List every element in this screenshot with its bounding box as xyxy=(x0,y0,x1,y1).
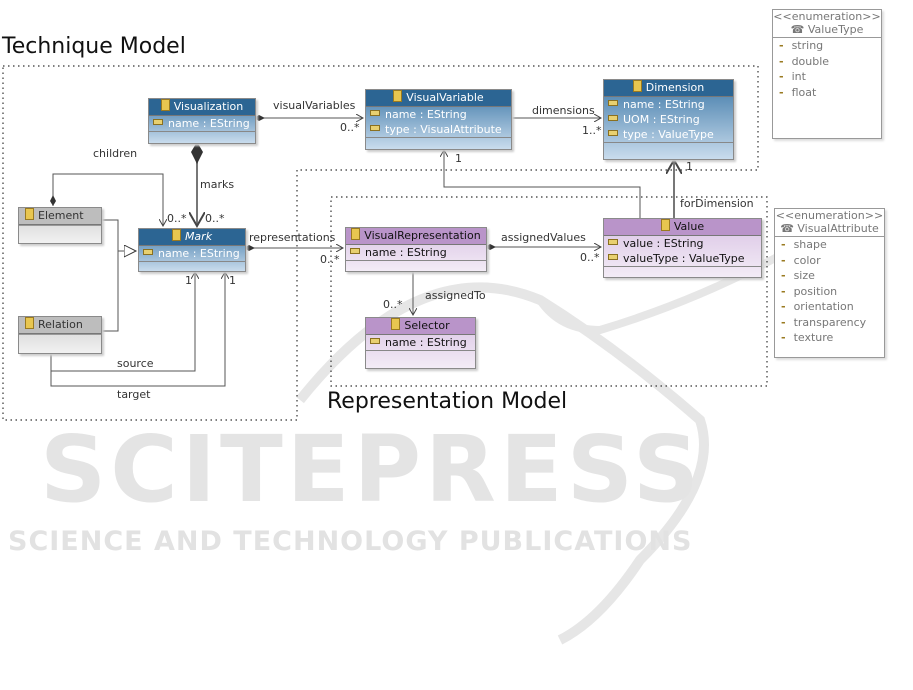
class-name: VisualVariable xyxy=(406,91,484,104)
assoc-label: source xyxy=(117,357,154,370)
attribute: type : VisualAttribute xyxy=(385,123,502,136)
class-name: Dimension xyxy=(645,81,705,94)
technique-model-title: Technique Model xyxy=(2,34,186,59)
assoc-label: dimensions xyxy=(532,104,595,117)
class-icon xyxy=(25,208,34,220)
class-visualization[interactable]: Visualization name : EString xyxy=(148,98,256,144)
class-icon xyxy=(25,317,34,329)
enum-literal: double xyxy=(791,54,830,68)
assoc-multiplicity: 1 xyxy=(686,160,693,173)
class-relation[interactable]: Relation xyxy=(18,316,102,354)
assoc-multiplicity: 0..* xyxy=(383,298,403,311)
assoc-label: assignedValues xyxy=(501,231,586,244)
assoc-multiplicity: 0..* xyxy=(167,212,187,225)
watermark-tagline: SCIENCE AND TECHNOLOGY PUBLICATIONS xyxy=(8,526,693,557)
enum-literal: texture xyxy=(793,331,834,344)
class-name: VisualRepresentation xyxy=(364,229,481,242)
assoc-label: visualVariables xyxy=(273,99,356,112)
enum-literal: float xyxy=(791,85,817,99)
watermark-brand: SCITEPRESS xyxy=(40,416,704,523)
assoc-multiplicity: 1..* xyxy=(582,124,602,137)
representation-region xyxy=(330,196,768,387)
class-icon xyxy=(393,90,403,102)
attribute-icon xyxy=(608,115,618,121)
attribute-icon xyxy=(608,254,618,260)
class-mark[interactable]: Mark name : EString xyxy=(138,228,246,272)
attribute: name : EString xyxy=(623,98,705,111)
class-value[interactable]: Value value : EString valueType : ValueT… xyxy=(603,218,762,278)
attribute: name : EString xyxy=(158,247,240,260)
attribute-icon xyxy=(608,239,618,245)
enum-literal: string xyxy=(791,39,824,52)
attribute-icon xyxy=(350,248,360,254)
attribute: name : EString xyxy=(168,117,250,130)
attribute-icon xyxy=(370,125,380,131)
enum-literal: shape xyxy=(793,238,827,251)
assoc-multiplicity: 1 xyxy=(229,274,236,287)
assoc-multiplicity: 0..* xyxy=(320,253,340,266)
enum-icon: ☎ xyxy=(790,23,805,36)
class-visual-representation[interactable]: VisualRepresentation name : EString xyxy=(345,227,487,272)
attribute-icon xyxy=(608,130,618,136)
class-element[interactable]: Element xyxy=(18,207,102,244)
class-icon xyxy=(660,219,670,231)
enum-literal: position xyxy=(793,284,838,298)
attribute-icon xyxy=(143,249,153,255)
enum-literal: int xyxy=(791,70,806,83)
representation-model-title: Representation Model xyxy=(327,389,568,414)
attribute-icon xyxy=(370,110,380,116)
class-name: Visualization xyxy=(173,100,244,113)
technique-region xyxy=(2,65,759,421)
attribute: name : EString xyxy=(365,246,447,259)
enum-literal: size xyxy=(793,269,815,282)
class-icon xyxy=(160,99,170,111)
attribute: type : ValueType xyxy=(623,128,714,141)
class-name: Mark xyxy=(184,230,213,243)
enum-icon: ☎ xyxy=(780,222,794,235)
enum-name: ValueType xyxy=(807,23,864,36)
assoc-label: assignedTo xyxy=(425,289,486,302)
attribute: name : EString xyxy=(385,108,467,121)
class-icon xyxy=(351,228,361,240)
assoc-multiplicity: 1 xyxy=(185,274,192,287)
enum-stereotype: <<enumeration>> xyxy=(775,209,884,222)
class-name: Element xyxy=(38,209,84,222)
enum-visual-attribute[interactable]: <<enumeration>> ☎ VisualAttribute -shape… xyxy=(774,208,885,358)
class-visual-variable[interactable]: VisualVariable name : EString type : Vis… xyxy=(365,89,512,150)
assoc-multiplicity: 0..* xyxy=(580,251,600,264)
attribute: name : EString xyxy=(385,336,467,349)
class-name: Value xyxy=(673,220,705,233)
attribute-icon xyxy=(153,119,163,125)
region-borders xyxy=(2,65,768,421)
enum-literal: color xyxy=(793,253,821,267)
assoc-label: target xyxy=(117,388,151,401)
class-icon xyxy=(171,229,181,241)
attribute: value : EString xyxy=(623,237,704,250)
class-dimension[interactable]: Dimension name : EString UOM : EString t… xyxy=(603,79,734,160)
assoc-multiplicity: 0..* xyxy=(340,121,360,134)
assoc-label: children xyxy=(93,147,138,160)
class-icon xyxy=(391,318,401,330)
enum-value-type[interactable]: <<enumeration>> ☎ ValueType -string -dou… xyxy=(772,9,882,139)
attribute-icon xyxy=(370,338,380,344)
attribute-icon xyxy=(608,100,618,106)
enum-literal: transparency xyxy=(793,315,867,329)
enum-stereotype: <<enumeration>> xyxy=(773,10,881,23)
class-name: Selector xyxy=(404,319,450,332)
assoc-multiplicity: 1 xyxy=(455,152,462,165)
assoc-label: marks xyxy=(200,178,235,191)
assoc-multiplicity: 0..* xyxy=(205,212,225,225)
assoc-label: forDimension xyxy=(680,197,754,210)
class-selector[interactable]: Selector name : EString xyxy=(365,317,476,369)
attribute: UOM : EString xyxy=(623,113,700,126)
class-name: Relation xyxy=(38,318,83,331)
enum-name: VisualAttribute xyxy=(797,222,879,235)
attribute: valueType : ValueType xyxy=(623,252,745,265)
enum-literal: orientation xyxy=(793,300,854,313)
assoc-label: representations xyxy=(249,231,336,244)
class-icon xyxy=(632,80,642,92)
